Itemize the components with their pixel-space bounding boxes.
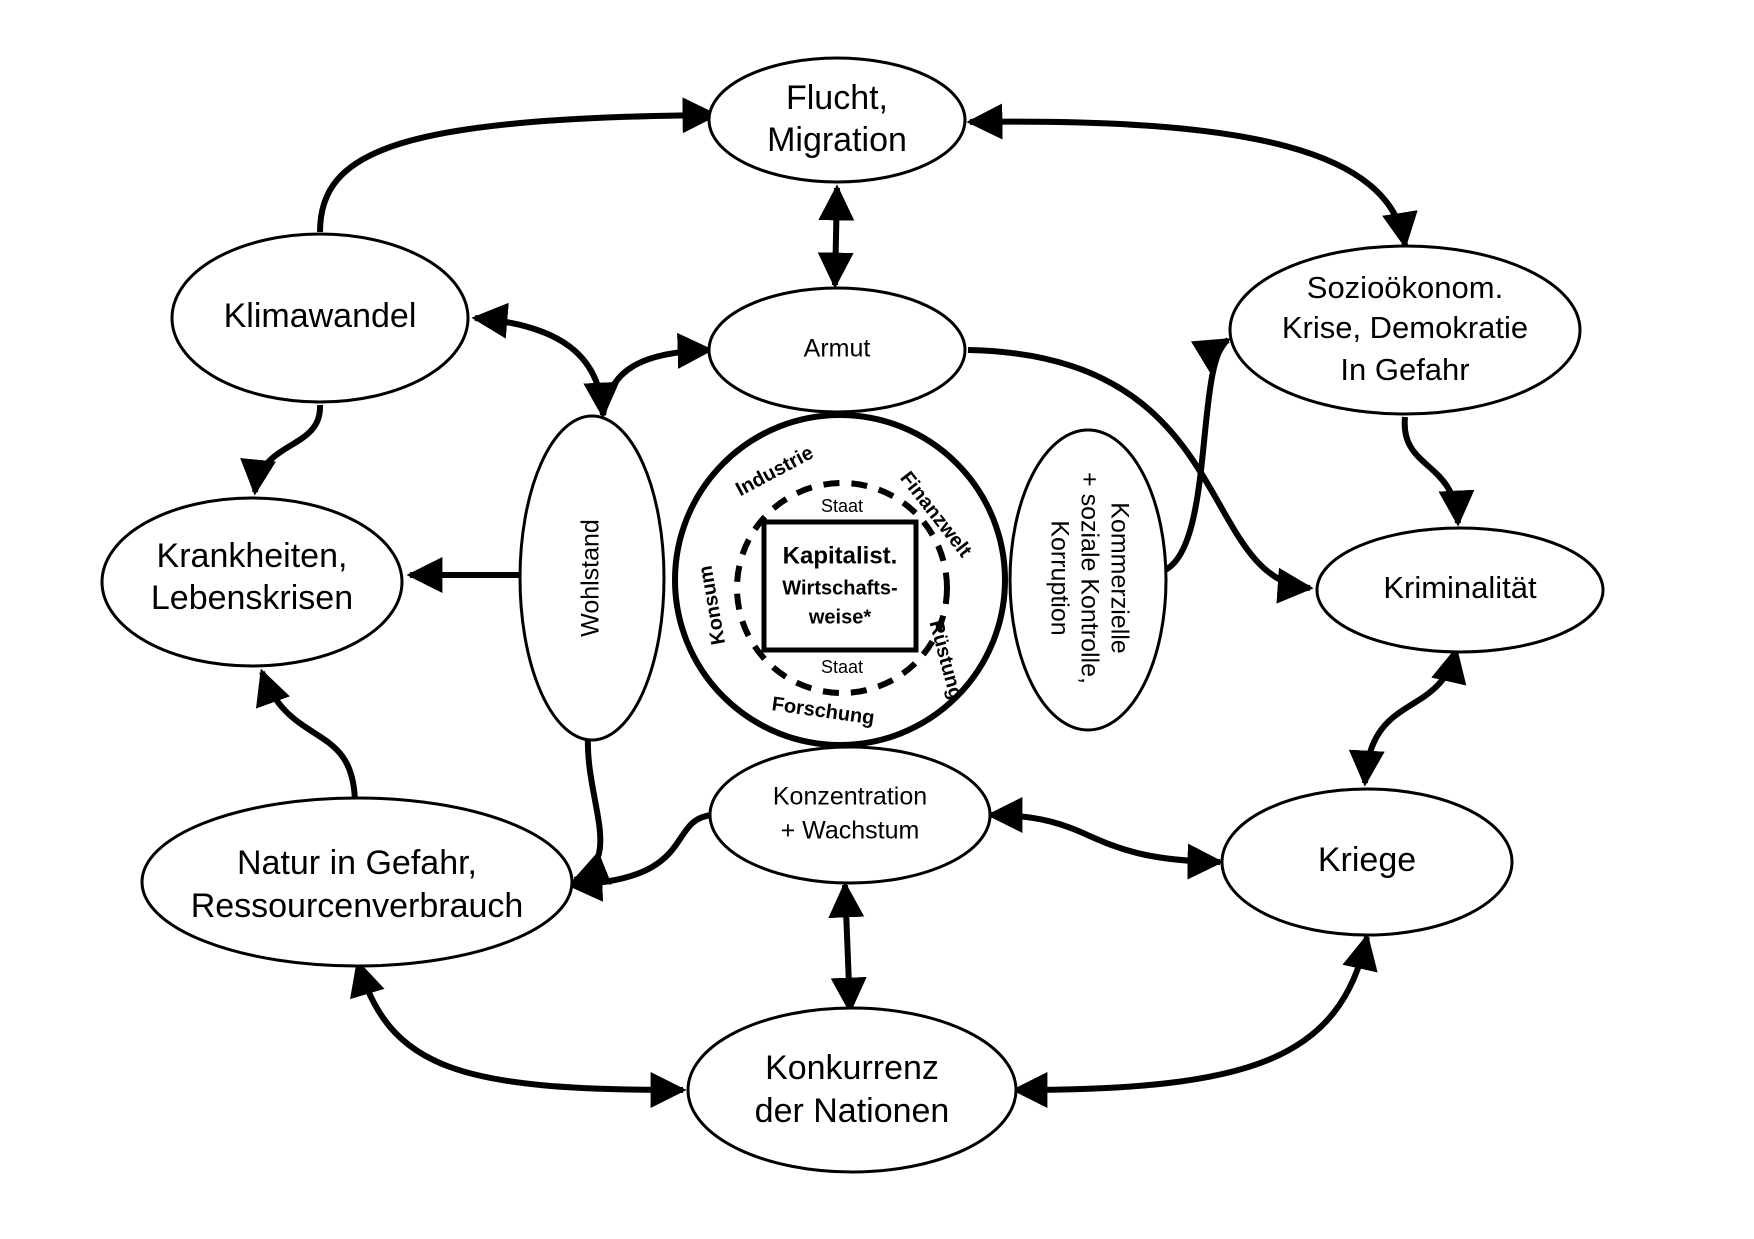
node-label-line: Ressourcenverbrauch (191, 887, 524, 925)
edge-konzentration-konkurrenz (828, 881, 867, 1014)
edge-kriminalitaet-kriege (1348, 646, 1467, 787)
edge-klimawandel-flucht (317, 97, 719, 233)
node-kriminalitaet: Kriminalität (1315, 526, 1605, 654)
node-armut: Armut (707, 286, 967, 414)
node-label-line: Sozioökonom. (1307, 270, 1503, 305)
edge-armut-kriminalitaet (967, 347, 1314, 604)
edge-klimawandel-krankheiten (240, 404, 324, 496)
node-label-line: Konzentration (773, 783, 927, 811)
edge-klimawandel-wohlstand (471, 302, 620, 419)
node-klimawandel: Klimawandel (170, 232, 470, 404)
node-label-line: Kommerzielle (1105, 502, 1133, 653)
node-wohlstand: Wohlstand (518, 414, 666, 742)
edge-wohlstand-natur (571, 734, 612, 885)
node-label-line: Natur in Gefahr, (237, 844, 477, 882)
node-soziooekonom-krise: Sozioökonom. Krise, Demokratie In Gefahr (1228, 244, 1582, 416)
node-label-line: Flucht, (786, 79, 888, 117)
node-konzentration: Konzentration + Wachstum (708, 745, 992, 885)
core-title-line: weise* (808, 606, 871, 628)
core-capitalist-economy: Staat Staat Kapitalist. Wirtschafts- wei… (672, 412, 1008, 748)
edge-kriege-konkurrenz (1011, 933, 1378, 1108)
node-natur-in-gefahr: Natur in Gefahr, Ressourcenverbrauch (140, 796, 574, 968)
state-dashed-ring (734, 480, 950, 696)
node-label-line: Kriminalität (1383, 570, 1537, 605)
node-label-line: Kriege (1318, 841, 1416, 879)
node-label-line: der Nationen (755, 1092, 950, 1130)
edge-kommerz-sozio (1163, 337, 1232, 573)
node-label-line: Krise, Demokratie (1282, 310, 1528, 345)
core-box (761, 519, 919, 653)
edge-sozio-kriminalitaet (1401, 416, 1475, 527)
node-label-line: Konkurrenz (765, 1049, 939, 1087)
node-label-line: + soziale Kontrolle, (1075, 472, 1103, 684)
edge-flucht-armut (817, 184, 855, 289)
state-label-top: Staat (821, 496, 863, 516)
edges (240, 97, 1475, 1108)
core-title-line: Kapitalist. (783, 542, 898, 569)
edge-konzentration-kriege (986, 797, 1224, 880)
edge-konzentration-natur (566, 812, 713, 902)
edge-natur-krankheiten (256, 668, 358, 806)
node-krankheiten: Krankheiten, Lebenskrisen (100, 496, 404, 668)
node-kommerzielle-kontrolle: Kommerzielle + soziale Kontrolle, Korrup… (1008, 428, 1168, 732)
edge-flucht-sozio (966, 103, 1418, 249)
node-kriege: Kriege (1220, 787, 1514, 937)
node-konkurrenz-der-nationen: Konkurrenz der Nationen (686, 1006, 1018, 1174)
node-label-line: Krankheiten, (157, 537, 348, 575)
state-label-bottom: Staat (821, 657, 863, 677)
edge-wohlstand-armut (600, 332, 714, 416)
node-label-line: Migration (767, 121, 907, 159)
node-label-line: + Wachstum (781, 817, 920, 845)
core-title-line: Wirtschafts- (782, 577, 897, 599)
node-flucht-migration: Flucht, Migration (707, 56, 967, 184)
node-label-line: Wohlstand (577, 519, 605, 637)
node-label-line: Armut (804, 335, 871, 363)
edge-natur-konkurrenz (350, 959, 687, 1108)
node-label-line: Korruption (1045, 520, 1073, 635)
node-label-line: Lebenskrisen (151, 579, 353, 617)
node-label-line: In Gefahr (1340, 352, 1469, 387)
node-label-line: Klimawandel (224, 297, 417, 335)
